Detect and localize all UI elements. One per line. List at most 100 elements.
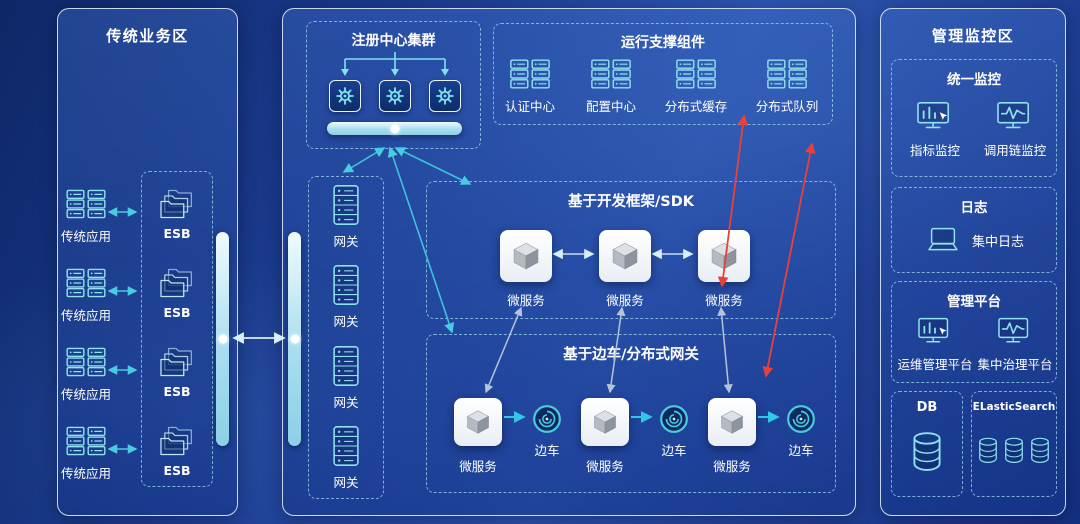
- microservice-cube-icon: [707, 239, 741, 273]
- database-cylinder-icon: [910, 430, 944, 472]
- service-bus-bar-left: [216, 232, 229, 446]
- unified-monitoring-box: 统一监控 指标监控 调用链监控: [891, 59, 1057, 177]
- logs-item: 集中日志: [892, 226, 1056, 254]
- sidecar-pair: 微服务 边车: [579, 394, 714, 476]
- gear-icon: [335, 86, 355, 106]
- service-bus-bar-right: [288, 232, 301, 446]
- metrics-monitor-icon: [915, 100, 955, 134]
- microservice-tile: [500, 230, 552, 282]
- traditional-app-label: 传统应用: [60, 387, 111, 402]
- microservice-tile: [708, 398, 756, 446]
- support-item-label: 配置中心: [585, 99, 636, 114]
- sidecar-gateway-box: 基于边车/分布式网关 微服务 边车 微服务 边车 微服务 边车: [426, 334, 836, 493]
- logs-box: 日志 集中日志: [891, 187, 1057, 273]
- sdk-framework-box: 基于开发框架/SDK 微服务 微服务 微服务: [426, 181, 836, 319]
- monitoring-item-label: 指标监控: [909, 143, 960, 158]
- database-cylinder-icon: [977, 436, 999, 464]
- traditional-app-group: 传统应用: [60, 267, 112, 324]
- server-cluster-icon: [589, 58, 633, 90]
- traditional-app-group: 传统应用: [60, 188, 112, 245]
- gear-icon: [435, 86, 455, 106]
- traditional-app-label: 传统应用: [60, 466, 111, 481]
- sidecar-pair: 微服务 边车: [706, 394, 841, 476]
- traditional-app-label: 传统应用: [60, 308, 111, 323]
- support-item-label: 分布式缓存: [664, 99, 728, 114]
- elasticsearch-title: ELasticSearch: [972, 401, 1056, 413]
- registry-cluster-title: 注册中心集群: [351, 33, 436, 49]
- traditional-zone-panel: 传统业务区 传统应用 传统应用 传统应用 传统应用 ESB ESB ESB ES…: [57, 8, 238, 516]
- server-stack-icon: [65, 267, 107, 299]
- governance-platform-icon: [995, 316, 1035, 348]
- platform-item: 集中治理平台: [976, 316, 1054, 373]
- sidecar-spiral-icon: [659, 404, 689, 434]
- gear-icon: [385, 86, 405, 106]
- server-stack-icon: [65, 188, 107, 220]
- microservice-label: 微服务: [459, 459, 497, 474]
- sidecar-label: 边车: [534, 443, 560, 458]
- elasticsearch-box: ELasticSearch: [971, 391, 1057, 497]
- runtime-support-title: 运行支撑组件: [621, 35, 705, 51]
- gateway-label: 网关: [333, 234, 359, 250]
- gateway-rack-icon: [332, 425, 360, 467]
- esb-label: ESB: [163, 305, 191, 320]
- microservice-cube-icon: [590, 407, 620, 437]
- monitoring-item: 指标监控: [898, 100, 972, 159]
- db-box: DB: [891, 391, 963, 497]
- sidecar-label: 边车: [661, 443, 687, 458]
- management-platform-title: 管理平台: [947, 294, 1001, 310]
- logs-title: 日志: [960, 200, 988, 216]
- gateway-box: 网关 网关 网关 网关: [308, 176, 384, 499]
- registry-connector: [341, 52, 449, 76]
- microservice-label: 微服务: [713, 459, 751, 474]
- support-item: 认证中心: [494, 58, 566, 115]
- microservice-cube-icon: [463, 407, 493, 437]
- unified-monitoring-title: 统一监控: [947, 72, 1001, 88]
- registry-cluster-box: 注册中心集群: [306, 21, 481, 149]
- microservice-zone-panel: 注册中心集群 运行支撑组件 认证中心 配置中心 分布: [282, 8, 856, 516]
- microservice-cube-icon: [608, 239, 642, 273]
- gateway-item: 网关: [332, 264, 360, 330]
- microservice-tile: [581, 398, 629, 446]
- gateway-rack-icon: [332, 345, 360, 387]
- esb-label: ESB: [163, 226, 191, 241]
- esb-item: ESB: [142, 267, 212, 320]
- folder-stack-icon: [159, 425, 195, 457]
- traditional-app-group: 传统应用: [60, 346, 112, 403]
- traditional-app-label: 传统应用: [60, 229, 111, 244]
- traditional-zone-title: 传统业务区: [106, 27, 189, 45]
- support-item-label: 分布式队列: [755, 99, 819, 114]
- microservice-label: 微服务: [606, 293, 644, 308]
- support-item: 配置中心: [575, 58, 647, 115]
- db-title: DB: [916, 400, 938, 415]
- registry-node: [329, 80, 361, 112]
- support-item: 分布式缓存: [654, 58, 738, 115]
- microservice-tile: [698, 230, 750, 282]
- monitoring-item-label: 调用链监控: [983, 143, 1047, 158]
- sidecar-label: 边车: [788, 443, 814, 458]
- sidecar-pair: 微服务 边车: [452, 394, 587, 476]
- monitoring-item: 调用链监控: [978, 100, 1052, 159]
- management-zone-title: 管理监控区: [931, 27, 1015, 45]
- ops-platform-icon: [915, 316, 955, 348]
- folder-stack-icon: [159, 267, 195, 299]
- trace-monitor-icon: [995, 100, 1035, 134]
- microservice-cube-icon: [509, 239, 543, 273]
- registry-load-balancer-bar: [327, 122, 462, 135]
- gateway-rack-icon: [332, 264, 360, 306]
- esb-item: ESB: [142, 425, 212, 478]
- server-stack-icon: [65, 425, 107, 457]
- gateway-label: 网关: [333, 394, 359, 410]
- sidecar-spiral-icon: [532, 404, 562, 434]
- microservice-tile: [599, 230, 651, 282]
- gateway-rack-icon: [332, 184, 360, 226]
- registry-node: [429, 80, 461, 112]
- sdk-framework-title: 基于开发框架/SDK: [567, 194, 694, 210]
- support-item: 分布式队列: [745, 58, 829, 115]
- laptop-icon: [924, 226, 962, 254]
- platform-item-label: 运维管理平台: [897, 357, 973, 372]
- server-cluster-icon: [765, 58, 809, 90]
- sidecar-gateway-title: 基于边车/分布式网关: [563, 347, 699, 363]
- platform-item-label: 集中治理平台: [977, 357, 1053, 372]
- server-stack-icon: [65, 346, 107, 378]
- microservice-tile: [454, 398, 502, 446]
